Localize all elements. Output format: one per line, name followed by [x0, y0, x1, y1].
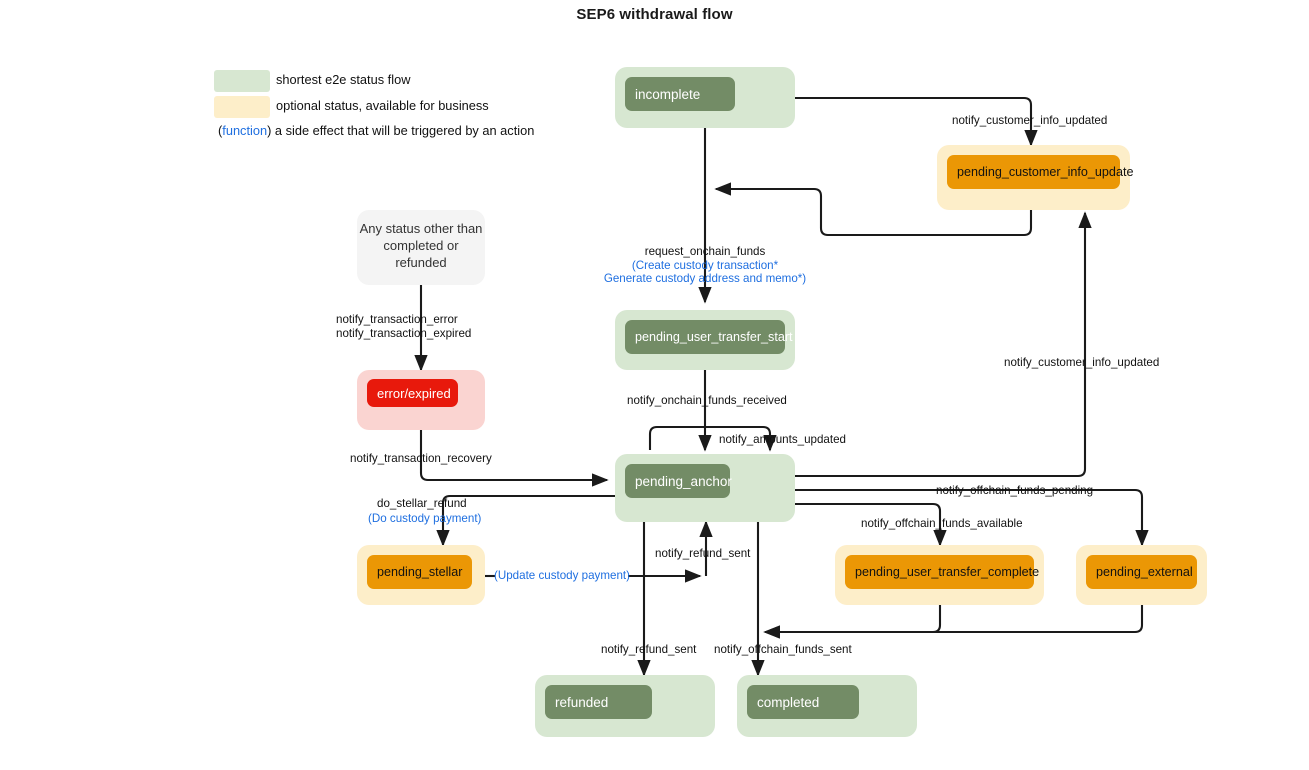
node-pending-external[interactable]: pending_external	[1076, 545, 1207, 605]
node-completed[interactable]: completed	[737, 675, 917, 737]
edge-label-request-onchain-funds: request_onchain_funds	[644, 245, 766, 258]
edge-label-do-stellar-refund: do_stellar_refund	[377, 497, 467, 510]
edge-label-notify-amounts-updated: notify_amounts_updated	[719, 433, 846, 446]
edge-label-notify-customer-info-updated-top: notify_customer_info_updated	[952, 114, 1108, 127]
node-incomplete[interactable]: incomplete	[615, 67, 795, 128]
node-pending-user-transfer-complete-label: pending_user_transfer_complete	[845, 555, 1039, 589]
node-pending-user-transfer-complete[interactable]: pending_user_transfer_complete	[835, 545, 1044, 605]
edge-label-notify-offchain-funds-pending: notify_offchain_funds_pending	[936, 484, 1094, 497]
node-pending-external-label: pending_external	[1086, 555, 1197, 589]
node-error-expired[interactable]: error/expired	[357, 370, 485, 430]
node-refunded[interactable]: refunded	[535, 675, 715, 737]
node-refunded-label: refunded	[545, 685, 652, 719]
edge-label-generate-custody-address: Generate custody address and memo*)	[603, 272, 807, 285]
edge-label-notify-transaction-recovery: notify_transaction_recovery	[350, 452, 492, 465]
legend-function-word: function	[222, 123, 268, 138]
node-pending-anchor[interactable]: pending_anchor	[615, 454, 795, 522]
node-pending-stellar-label: pending_stellar	[367, 555, 472, 589]
edge-label-notify-transaction-error: notify_transaction_error	[336, 313, 458, 326]
node-error-expired-label: error/expired	[367, 379, 458, 407]
node-any-status-line2: completed or refunded	[383, 238, 459, 270]
node-any-status-label: Any status other than completed or refun…	[357, 220, 485, 271]
legend-label-green: shortest e2e status flow	[276, 72, 411, 87]
edge-label-notify-customer-info-updated-right: notify_customer_info_updated	[1004, 356, 1160, 369]
legend-function-note: (function) a side effect that will be tr…	[218, 123, 534, 138]
node-pending-customer-info-update[interactable]: pending_customer_info_update	[937, 145, 1133, 210]
edge-label-create-custody-transaction: (Create custody transaction*	[631, 259, 779, 272]
node-any-status[interactable]: Any status other than completed or refun…	[357, 210, 485, 285]
node-pending-customer-info-update-label: pending_customer_info_update	[947, 155, 1133, 189]
edge-label-notify-refund-sent-up: notify_refund_sent	[655, 547, 751, 560]
node-pending-user-transfer-start[interactable]: pending_user_transfer_start	[615, 310, 795, 370]
edge-label-notify-refund-sent-down: notify_refund_sent	[601, 643, 697, 656]
edge-label-notify-transaction-expired: notify_transaction_expired	[336, 327, 472, 340]
legend-label-orange: optional status, available for business	[276, 98, 489, 113]
node-pending-stellar[interactable]: pending_stellar	[357, 545, 485, 605]
edge-label-update-custody-payment: (Update custody payment)	[494, 569, 630, 582]
node-pending-user-transfer-start-label: pending_user_transfer_start	[625, 320, 793, 354]
node-completed-label: completed	[747, 685, 859, 719]
edge-label-notify-offchain-funds-sent: notify_offchain_funds_sent	[714, 643, 852, 656]
node-incomplete-label: incomplete	[625, 77, 735, 111]
node-any-status-line1: Any status other than	[359, 221, 483, 236]
edge-label-notify-offchain-funds-available: notify_offchain_funds_available	[861, 517, 1023, 530]
legend-swatch-green	[214, 70, 270, 92]
edge-label-notify-onchain-funds-received: notify_onchain_funds_received	[627, 394, 787, 407]
edge-label-do-custody-payment: (Do custody payment)	[368, 512, 482, 525]
node-pending-anchor-label: pending_anchor	[625, 464, 732, 498]
legend-function-text: ) a side effect that will be triggered b…	[267, 123, 535, 138]
page-title: SEP6 withdrawal flow	[576, 6, 733, 23]
legend-swatch-orange	[214, 96, 270, 118]
legend-paren-open: (	[218, 123, 223, 138]
